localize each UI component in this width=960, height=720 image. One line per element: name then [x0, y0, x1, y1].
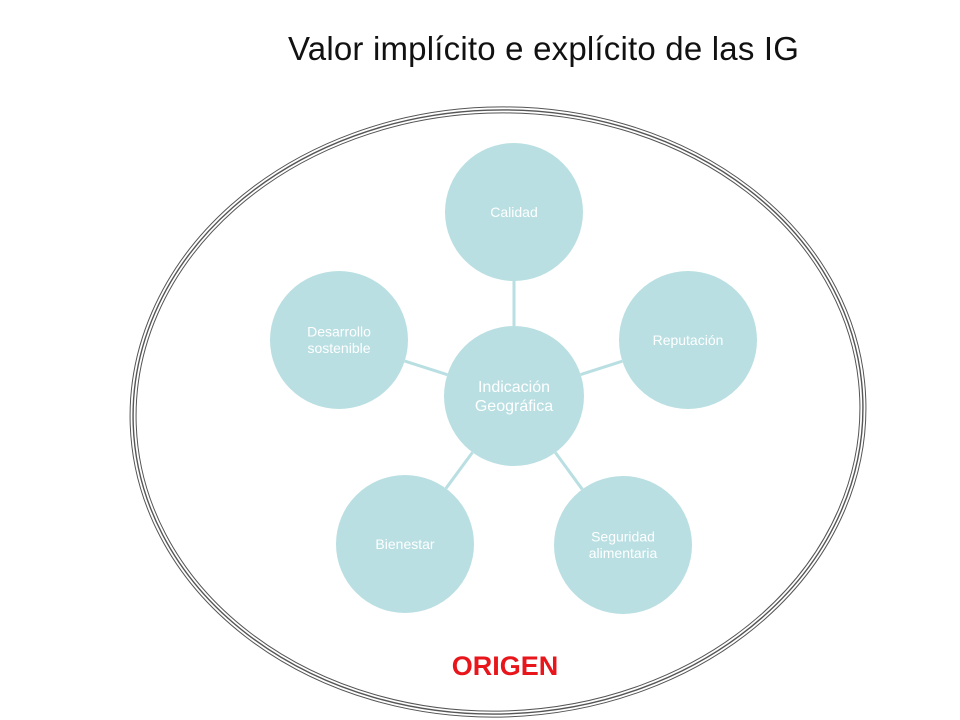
- node-calidad: Calidad: [445, 143, 583, 281]
- outer-ellipse-stroke: [135, 112, 861, 712]
- node-desarrollo-sostenible-label: sostenible: [307, 340, 370, 356]
- node-reputacion-circle: [619, 271, 757, 409]
- node-bienestar-circle: [336, 475, 474, 613]
- center-node-indicacion-geografica-circle: [444, 326, 584, 466]
- node-reputacion: Reputación: [619, 271, 757, 409]
- outer-ellipse-stroke: [129, 106, 867, 718]
- node-bienestar-label: Bienestar: [375, 536, 434, 552]
- node-calidad-circle: [445, 143, 583, 281]
- connector-desarrollo-sostenible: [404, 359, 448, 377]
- node-seguridad-alimentaria-label: alimentaria: [589, 545, 658, 561]
- node-desarrollo-sostenible-circle: [270, 271, 408, 409]
- origin-label: ORIGEN: [452, 651, 559, 681]
- connector-bienestar: [444, 451, 474, 490]
- node-reputacion-label: Reputación: [653, 332, 724, 348]
- node-seguridad-alimentaria-label: Seguridad: [591, 529, 655, 545]
- center-node-indicacion-geografica-label: Indicación: [478, 379, 550, 396]
- outer-ellipse-stroke: [132, 109, 864, 715]
- center-node-indicacion-geografica-label: Geográfica: [475, 398, 553, 415]
- connector-seguridad-alimentaria: [554, 451, 584, 491]
- connectors: [404, 281, 623, 491]
- connector-reputacion: [580, 359, 623, 376]
- outer-ellipse: [129, 106, 867, 718]
- node-seguridad-alimentaria-circle: [554, 476, 692, 614]
- node-calidad-label: Calidad: [490, 204, 537, 220]
- node-desarrollo-sostenible-label: Desarrollo: [307, 324, 371, 340]
- node-bienestar: Bienestar: [336, 475, 474, 613]
- page-title: Valor implícito e explícito de las IG: [288, 30, 800, 67]
